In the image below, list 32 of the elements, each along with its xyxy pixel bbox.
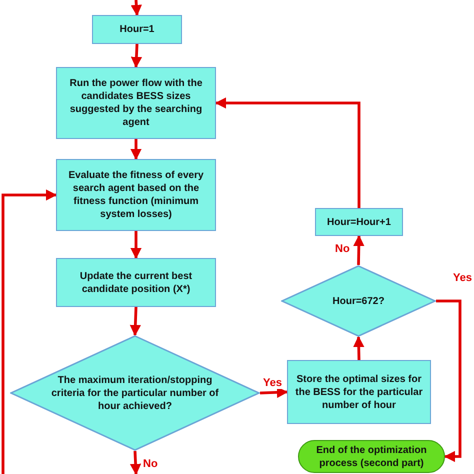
- node-text: Store the optimal sizes for the BESS for the particular number of hour: [294, 372, 424, 412]
- arrow: [436, 300, 462, 462]
- edge-label: Yes: [262, 377, 283, 390]
- process-box: [56, 159, 216, 231]
- arrow: [353, 336, 364, 360]
- process-box: [56, 67, 216, 139]
- process-box: [315, 208, 403, 236]
- arrow: [260, 386, 288, 398]
- process-box: [56, 258, 216, 307]
- arrow: [130, 0, 142, 16]
- edge-label: No: [142, 458, 159, 470]
- node-text: The maximum iteration/stopping criteria for the particular number of hour achieved?: [50, 374, 220, 412]
- node-text: Evaluate the fitness of every search agent based on the fitness function (minimum system losses): [67, 169, 205, 221]
- arrow: [130, 139, 142, 160]
- arrow: [130, 231, 142, 260]
- node-text: Hour=Hour+1: [327, 216, 391, 228]
- arrow: [130, 44, 142, 68]
- arrow: [2, 189, 58, 474]
- terminator-shape: [298, 440, 445, 473]
- arrow: [130, 450, 142, 474]
- arrow: [130, 306, 141, 336]
- arrow: [353, 234, 364, 266]
- node-text: Hour=672?: [332, 294, 384, 308]
- node-text: Hour=1: [120, 23, 154, 36]
- node-text: Update the current best candidate position (X*): [78, 270, 194, 296]
- arrow: [214, 97, 360, 208]
- process-box: [287, 360, 431, 424]
- edge-label: No: [334, 243, 351, 256]
- process-box: [92, 15, 182, 44]
- edge-label: Yes: [452, 272, 473, 284]
- node-text: Run the power flow with the candidates BESS sizes suggested by the searching agent: [68, 77, 204, 129]
- node-text: End of the optimization process (second part): [315, 444, 428, 470]
